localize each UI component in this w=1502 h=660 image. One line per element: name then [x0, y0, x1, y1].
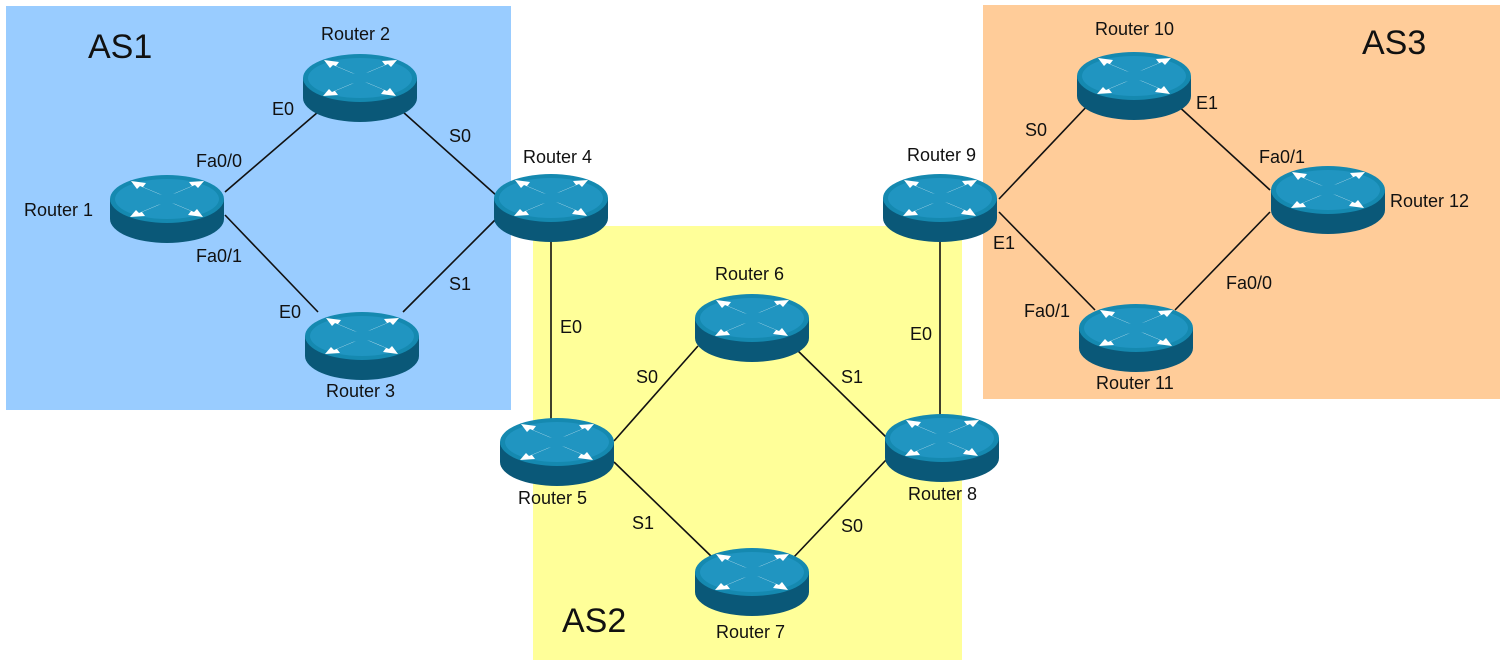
- interface-label-r5-s1: S1: [632, 513, 654, 533]
- link-r9-r10: [998, 102, 1091, 200]
- as1-area: [6, 6, 511, 410]
- router-4-label: Router 4: [523, 147, 592, 167]
- router-1-label: Router 1: [24, 200, 93, 220]
- router-10-icon: [1077, 52, 1191, 120]
- router-9-icon: [883, 174, 997, 242]
- link-r5-r6: [613, 345, 699, 442]
- router-11-label: Router 11: [1096, 373, 1174, 393]
- interface-label-r6-s1: S1: [841, 367, 863, 387]
- router-8-icon: [885, 414, 999, 482]
- router-6-label: Router 6: [715, 264, 784, 284]
- interface-label-r1-fa01: Fa0/1: [196, 246, 242, 266]
- interface-label-r1-fa00: Fa0/0: [196, 151, 242, 171]
- link-r6-r8: [792, 345, 887, 438]
- router-7-icon: [695, 548, 809, 616]
- interface-label-r9-e1: E1: [993, 233, 1015, 253]
- interface-label-r5-s0: S0: [636, 367, 658, 387]
- link-r7-r8: [792, 459, 887, 559]
- as3-area: [983, 5, 1500, 399]
- router-2-label: Router 2: [321, 24, 390, 44]
- link-r9-r11: [998, 211, 1096, 311]
- interface-label-r12-fa01: Fa0/1: [1259, 147, 1305, 167]
- interface-label-r9-s0: S0: [1025, 120, 1047, 140]
- router-1-icon: [110, 175, 224, 243]
- router-6-icon: [695, 294, 809, 362]
- interface-label-r7-s0: S0: [841, 516, 863, 536]
- interface-label-r3-s1: S1: [449, 274, 471, 294]
- interface-label-r11-fa01: Fa0/1: [1024, 301, 1070, 321]
- router-7-label: Router 7: [716, 622, 785, 642]
- as2-label: AS2: [562, 602, 626, 640]
- link-r1-r3: [224, 214, 319, 313]
- links: [224, 102, 1271, 559]
- router-2-icon: [303, 54, 417, 122]
- router-4-icon: [494, 174, 608, 242]
- router-12-label: Router 12: [1390, 191, 1469, 211]
- link-r2-r4: [402, 111, 498, 197]
- link-r1-r2: [224, 111, 319, 193]
- router-10-label: Router 10: [1095, 19, 1174, 39]
- link-r11-r12: [1174, 211, 1271, 311]
- router-3-icon: [305, 312, 419, 380]
- interface-label-r2-s0: S0: [449, 126, 471, 146]
- interface-label-r10-e1: E1: [1196, 93, 1218, 113]
- as3-label: AS3: [1362, 24, 1426, 62]
- interface-label-r12-fa00: Fa0/0: [1226, 273, 1272, 293]
- router-8-label: Router 8: [908, 484, 977, 504]
- interface-label-r9-e0: E0: [910, 324, 932, 344]
- router-9-label: Router 9: [907, 145, 976, 165]
- interface-label-r4-e0: E0: [560, 317, 582, 337]
- router-5-label: Router 5: [518, 488, 587, 508]
- router-12-icon: [1271, 166, 1385, 234]
- interface-label-r3-e0: E0: [279, 302, 301, 322]
- router-3-label: Router 3: [326, 381, 395, 401]
- link-r3-r4: [402, 217, 498, 313]
- router-5-icon: [500, 418, 614, 486]
- link-r10-r12: [1174, 102, 1271, 191]
- link-r5-r7: [613, 461, 714, 559]
- as1-label: AS1: [88, 28, 152, 66]
- interface-label-r2-e0: E0: [272, 99, 294, 119]
- router-11-icon: [1079, 304, 1193, 372]
